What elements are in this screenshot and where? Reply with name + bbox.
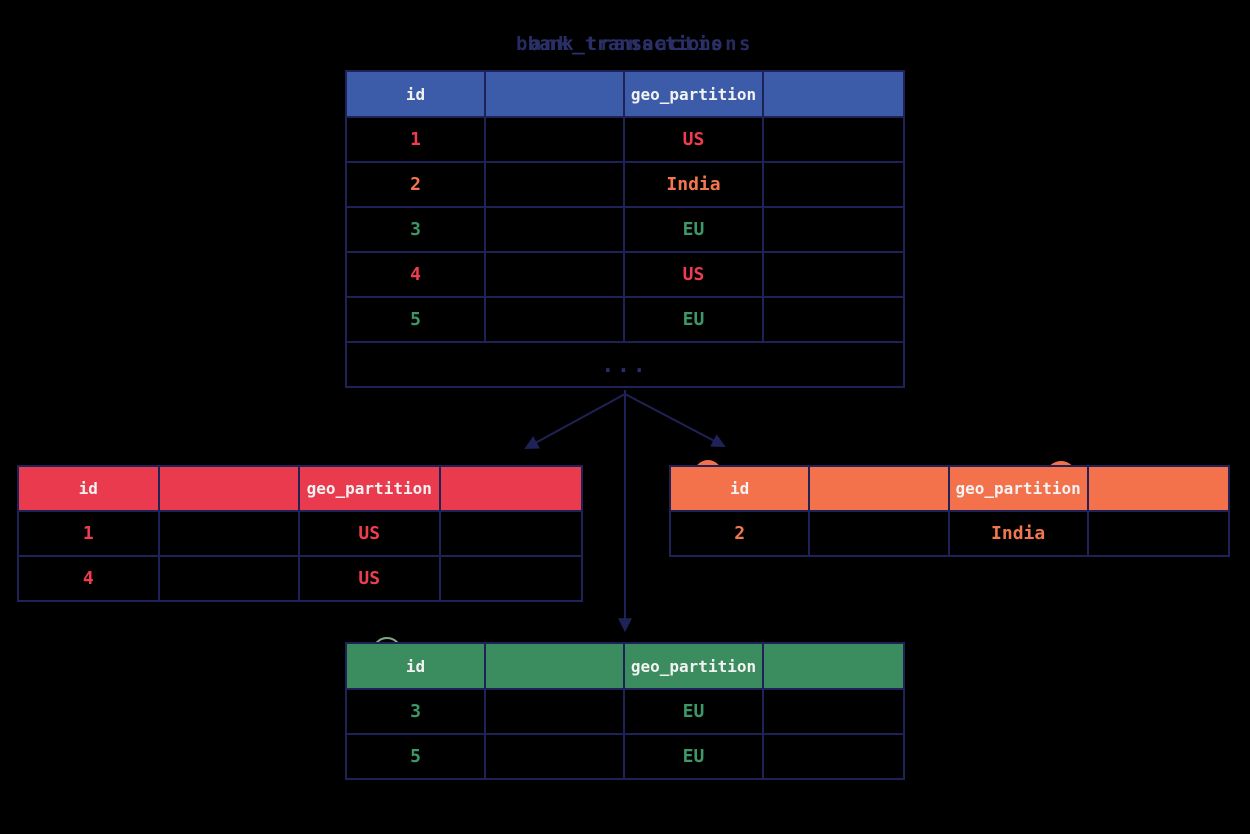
eu-partition-table: id geo_partition 3 EU 5 EU bbox=[345, 642, 905, 780]
us-row-2-geo: US bbox=[300, 557, 441, 600]
arrow-to-india-partition bbox=[624, 393, 726, 447]
us-row-2-blank bbox=[441, 557, 582, 600]
main-row-4-blank bbox=[486, 253, 625, 298]
eu-row-1-blank bbox=[764, 690, 903, 735]
main-table-header-blank-1 bbox=[486, 72, 625, 118]
eu-row-2-id: 5 bbox=[347, 735, 486, 778]
us-row-2-id: 4 bbox=[19, 557, 160, 600]
main-row-4-geo: US bbox=[625, 253, 764, 298]
eu-table-header-id: id bbox=[347, 644, 486, 690]
main-row-5-blank bbox=[764, 298, 903, 343]
india-row-1-geo: India bbox=[950, 512, 1089, 555]
main-row-2-blank bbox=[486, 163, 625, 208]
arrow-to-us-partition bbox=[524, 393, 626, 450]
eu-row-2-geo: EU bbox=[625, 735, 764, 778]
main-row-2-id: 2 bbox=[347, 163, 486, 208]
main-row-4-id: 4 bbox=[347, 253, 486, 298]
diagram-title-text: bank_transactions bbox=[527, 33, 723, 55]
main-row-1-blank bbox=[486, 118, 625, 163]
main-table: id geo_partition 1 US 2 India 3 EU 4 US … bbox=[345, 70, 905, 388]
india-table-header-geo-partition: geo_partition bbox=[949, 467, 1089, 512]
us-row-2-blank bbox=[160, 557, 300, 600]
eu-table-header-geo-partition: geo_partition bbox=[625, 644, 764, 690]
main-row-3-id: 3 bbox=[347, 208, 486, 253]
eu-table-header-blank-2 bbox=[764, 644, 903, 690]
us-table-header-id: id bbox=[19, 467, 160, 512]
eu-row-2-blank bbox=[486, 735, 625, 778]
main-row-1-blank bbox=[764, 118, 903, 163]
main-table-ellipsis-row: ... bbox=[601, 352, 649, 377]
main-row-3-blank bbox=[486, 208, 625, 253]
main-row-5-geo: EU bbox=[625, 298, 764, 343]
us-table-header-blank-1 bbox=[159, 467, 300, 512]
main-table-header-geo-partition: geo_partition bbox=[625, 72, 764, 118]
india-table-header-blank-1 bbox=[810, 467, 950, 512]
us-row-1-blank bbox=[159, 512, 300, 557]
main-row-3-blank bbox=[764, 208, 903, 253]
eu-row-2-blank bbox=[764, 735, 903, 778]
eu-table-header-blank-1 bbox=[486, 644, 625, 690]
india-partition-table: id geo_partition 2 India bbox=[669, 465, 1230, 557]
main-row-3-geo: EU bbox=[625, 208, 764, 253]
india-row-1-blank bbox=[1089, 512, 1228, 555]
diagram-title-text-overlap: bank_transactions bbox=[515, 33, 753, 55]
india-row-1-id: 2 bbox=[671, 512, 811, 555]
us-table-header-geo-partition: geo_partition bbox=[300, 467, 441, 512]
eu-row-1-blank bbox=[486, 690, 625, 735]
main-row-2-geo: India bbox=[625, 163, 764, 208]
us-partition-table: id geo_partition 1 US 4 US bbox=[17, 465, 583, 602]
main-row-1-geo: US bbox=[625, 118, 764, 163]
india-row-1-blank bbox=[810, 512, 950, 555]
main-table-header-id: id bbox=[347, 72, 486, 118]
us-row-1-geo: US bbox=[300, 512, 441, 557]
main-row-4-blank bbox=[764, 253, 903, 298]
diagram-title: bank_transactions bank_transactions bbox=[345, 33, 905, 59]
us-row-1-id: 1 bbox=[19, 512, 160, 557]
us-row-1-blank bbox=[440, 512, 581, 557]
main-row-5-id: 5 bbox=[347, 298, 486, 343]
india-table-header-blank-2 bbox=[1088, 467, 1228, 512]
us-table-header-blank-2 bbox=[440, 467, 581, 512]
eu-row-1-geo: EU bbox=[625, 690, 764, 735]
main-row-5-blank bbox=[486, 298, 625, 343]
eu-row-1-id: 3 bbox=[347, 690, 486, 735]
main-table-header-blank-2 bbox=[764, 72, 903, 118]
main-row-1-id: 1 bbox=[347, 118, 486, 163]
main-row-2-blank bbox=[764, 163, 903, 208]
india-table-header-id: id bbox=[671, 467, 811, 512]
